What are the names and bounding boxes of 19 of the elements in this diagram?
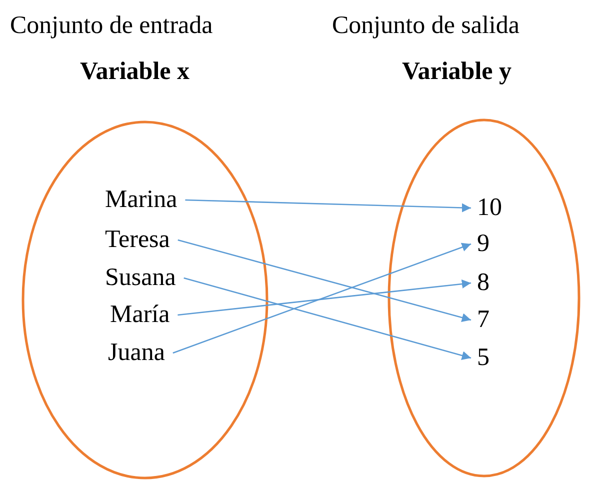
variable-heading: Variable x <box>80 58 190 86</box>
set-title: Conjunto de salida <box>332 12 520 40</box>
element-label: María <box>110 301 170 329</box>
element-label: Marina <box>105 186 178 214</box>
element-label: 8 <box>477 269 490 297</box>
variable-heading: Variable y <box>402 58 512 86</box>
arrow <box>178 279 472 316</box>
element-label: 9 <box>477 230 490 258</box>
element-label: Juana <box>108 339 165 367</box>
element-label: Teresa <box>105 226 170 254</box>
element-label: Susana <box>105 264 176 292</box>
element-label: 10 <box>477 194 502 222</box>
set-title: Conjunto de entrada <box>10 12 213 40</box>
element-label: 7 <box>477 306 490 334</box>
arrow <box>172 242 472 354</box>
arrow <box>178 239 472 322</box>
arrow <box>185 199 472 212</box>
arrow <box>184 277 472 360</box>
element-label: 5 <box>477 344 490 372</box>
